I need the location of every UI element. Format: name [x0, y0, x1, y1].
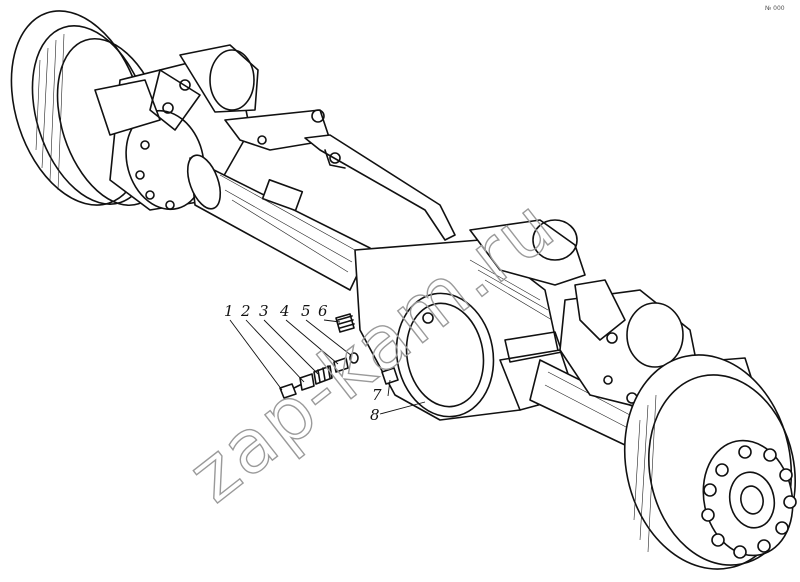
tie-rod [304, 134, 456, 241]
left-axle-tube [186, 154, 371, 291]
callout-1: 1 [224, 302, 234, 320]
callout-4: 4 [279, 302, 290, 320]
part-3-nipple [313, 365, 333, 385]
callout-8: 8 [370, 406, 380, 424]
leader-lines [229, 319, 426, 415]
right-wheel-hub [701, 439, 797, 559]
spring-bracket [224, 109, 331, 151]
part-2-fitting [299, 373, 315, 391]
differential-housing [354, 219, 586, 421]
callout-2: 2 [240, 302, 251, 320]
callout-3: 3 [259, 302, 269, 320]
corner-mark: № 000 [765, 5, 785, 12]
exploded-parts [279, 313, 399, 399]
part-4-spring [333, 357, 349, 373]
wheel-studs [701, 445, 797, 559]
part-6-plug [335, 313, 355, 333]
callout-5: 5 [301, 302, 311, 320]
callout-6: 6 [318, 302, 328, 320]
callout-labels: 1 2 3 4 5 6 7 8 [224, 302, 382, 424]
callout-7: 7 [372, 386, 382, 404]
part-7-drain-plug [381, 367, 399, 385]
